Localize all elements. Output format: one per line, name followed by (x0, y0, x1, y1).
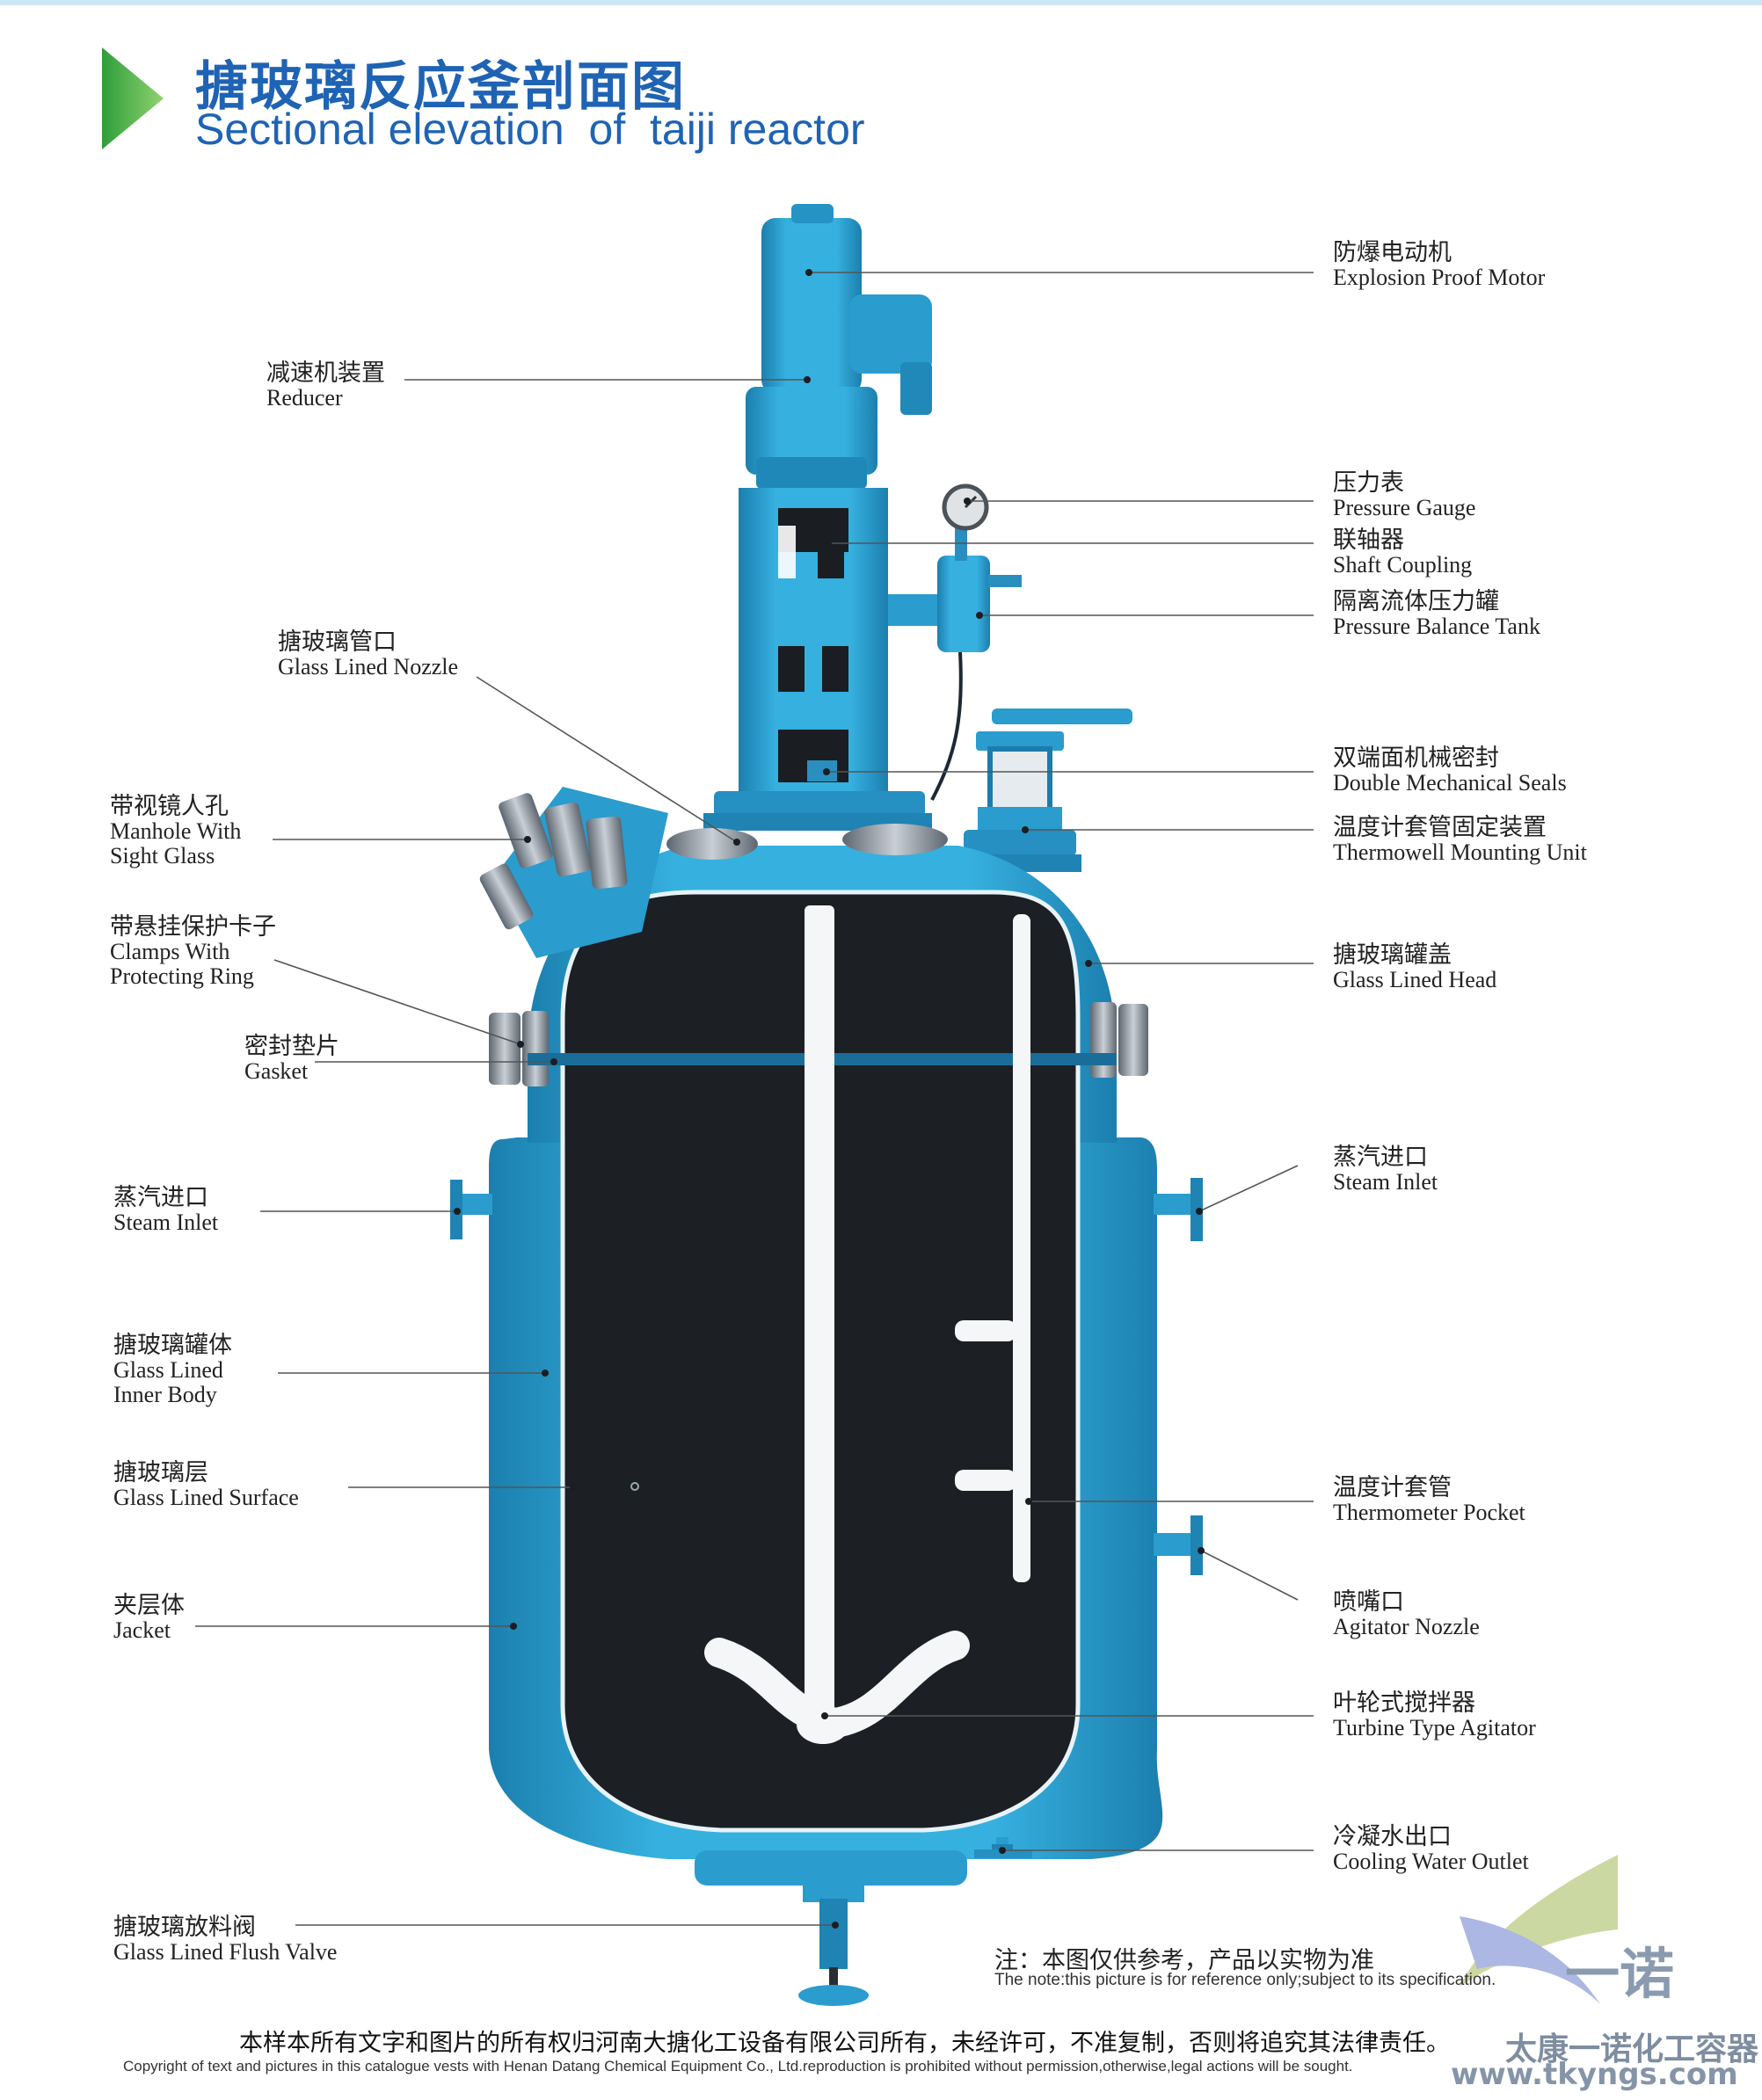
watermark-url: www.tkyngs.com (1451, 2057, 1738, 2092)
page-title-en: Sectional elevation of taiji reactor (195, 105, 865, 154)
leader-steam-inlet-right-dot (1196, 1208, 1203, 1215)
note-en: The note:this picture is for reference o… (994, 1971, 1496, 1989)
leader-pressure-balance-tank-dot (976, 612, 983, 619)
leader-glass-lined-surface-dot (570, 1484, 577, 1491)
support-stand (703, 488, 932, 831)
leader-thermowell-unit-dot (1022, 826, 1029, 833)
leader-reducer-dot (804, 376, 811, 383)
leader-clamps-dot (517, 1041, 524, 1048)
leader-agitator-nozzle (1200, 1550, 1299, 1601)
top-accent-bar (0, 0, 1762, 5)
leader-motor-dot (805, 269, 812, 276)
turbine-type-agitator (704, 905, 970, 1744)
leader-thermometer-pocket-dot (1025, 1498, 1032, 1505)
watermark-name: 太康一诺化工容器 (1505, 2031, 1759, 2067)
leader-gasket-dot (550, 1058, 557, 1065)
leader-glass-lined-head-dot (1085, 960, 1092, 967)
leader-glass-lined-nozzle-dot (733, 839, 740, 846)
glass-lined-flush-valve (798, 1879, 869, 2006)
leader-jacket-dot (510, 1623, 517, 1630)
watermark-logo-icon (1460, 1855, 1618, 2004)
copyright-cn: 本样本所有文字和图片的所有权归河南大搪化工设备有限公司所有，未经许可，不准复制，… (239, 2030, 1450, 2057)
leader-shaft-coupling-dot (825, 540, 832, 547)
page-title-cn: 搪玻璃反应釜剖面图 (195, 56, 686, 118)
leader-pressure-gauge-dot (964, 498, 971, 505)
leader-inner-body-dot (542, 1370, 549, 1377)
leader-steam-inlet-left-dot (454, 1208, 461, 1215)
manhole-with-sight-glass (479, 787, 668, 958)
bottom-outlet-base (695, 1850, 967, 1886)
leader-steam-inlet-right (1198, 1165, 1299, 1212)
leader-manhole-dot (524, 836, 531, 843)
watermark-big: 一诺 (1565, 1942, 1675, 2006)
glass-lined-nozzle (666, 824, 948, 860)
leader-lines (195, 269, 1314, 1929)
leader-flush-valve-dot (832, 1922, 839, 1929)
leader-clamps (273, 959, 521, 1045)
leader-mechanical-seals-dot (823, 768, 830, 775)
thermowell-mounting-unit (958, 708, 1132, 872)
leader-glass-lined-nozzle (476, 676, 738, 843)
leader-turbine-agitator-dot (821, 1712, 828, 1719)
leader-cooling-water-outlet-dot (999, 1847, 1006, 1854)
leader-agitator-nozzle-dot (1198, 1547, 1205, 1554)
thermometer-pocket (955, 914, 1030, 1582)
copyright-en: Copyright of text and pictures in this c… (123, 2058, 1353, 2075)
steam-inlet-right (1154, 1178, 1203, 1241)
agitator-nozzle (1154, 1515, 1203, 1575)
reducer (746, 387, 877, 489)
explosion-proof-motor (761, 204, 932, 415)
title-arrow-icon (102, 47, 164, 149)
note-cn: 注：本图仅供参考，产品以实物为准 (994, 1947, 1374, 1974)
